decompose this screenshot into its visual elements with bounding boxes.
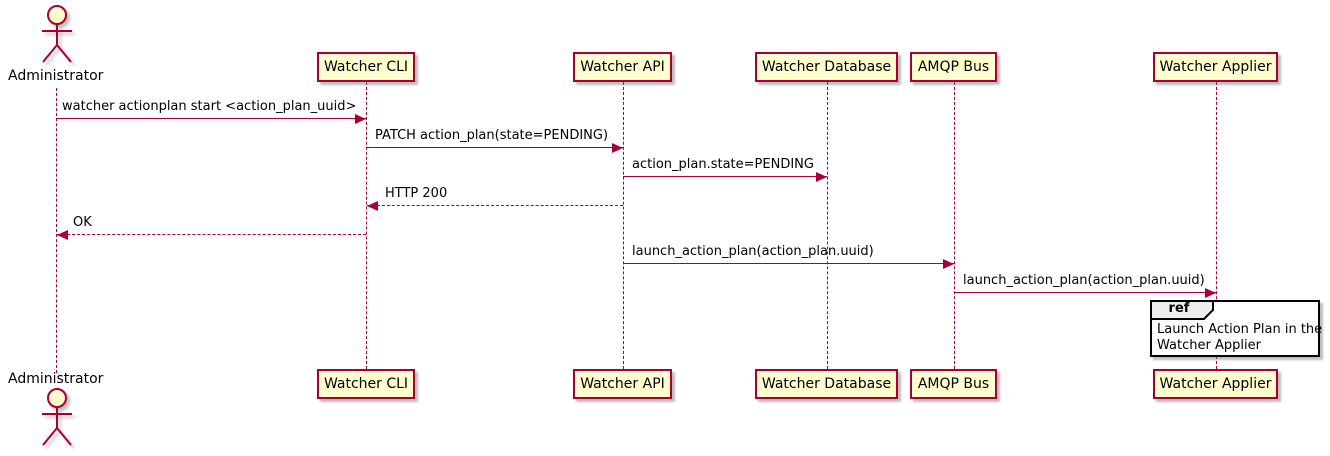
lifeline-watcher-applier <box>1216 82 1217 369</box>
arrowhead-icon <box>57 230 68 240</box>
lifeline-watcher-cli <box>366 82 367 369</box>
participant-label: Watcher Applier <box>1159 59 1272 75</box>
participant-label: Watcher CLI <box>323 59 409 75</box>
participant-watcher-cli-top: Watcher CLI <box>317 52 415 82</box>
participant-label: Watcher Database <box>761 376 892 392</box>
participant-label: Watcher Database <box>761 59 892 75</box>
participant-watcher-database-bottom: Watcher Database <box>755 369 898 399</box>
actor-administrator-label-top: Administrator <box>8 68 104 84</box>
participant-label: AMQP Bus <box>917 59 990 75</box>
message-label: action_plan.state=PENDING <box>632 157 814 172</box>
ref-keyword: ref <box>1168 301 1190 316</box>
participant-watcher-api-bottom: Watcher API <box>573 369 672 399</box>
lifeline-amqp-bus <box>954 82 955 369</box>
participant-label: Watcher API <box>580 59 665 75</box>
participant-watcher-database-top: Watcher Database <box>755 52 898 82</box>
arrowhead-icon <box>367 201 378 211</box>
message-label: HTTP 200 <box>385 186 448 201</box>
participant-label: Watcher CLI <box>323 376 409 392</box>
message-label: launch_action_plan(action_plan.uuid) <box>632 244 874 259</box>
actor-administrator-figure-top <box>42 5 72 63</box>
participant-label: Watcher Applier <box>1159 376 1272 392</box>
participant-watcher-cli-bottom: Watcher CLI <box>317 369 415 399</box>
message-label: launch_action_plan(action_plan.uuid) <box>963 273 1205 288</box>
ref-fragment: ref Launch Action Plan in the Watcher Ap… <box>1150 300 1323 357</box>
participant-watcher-applier-top: Watcher Applier <box>1153 52 1278 82</box>
message-label: PATCH action_plan(state=PENDING) <box>375 128 609 143</box>
arrowhead-icon <box>943 259 954 269</box>
message-label: OK <box>73 215 92 230</box>
actor-administrator-label-bottom: Administrator <box>8 371 104 387</box>
participant-watcher-api-top: Watcher API <box>573 52 672 82</box>
actor-administrator-figure-bottom <box>42 388 72 446</box>
arrowhead-icon <box>816 172 827 182</box>
participant-label: AMQP Bus <box>917 376 990 392</box>
lifeline-administrator <box>56 88 57 373</box>
lifeline-watcher-api <box>623 82 624 369</box>
participant-watcher-applier-bottom: Watcher Applier <box>1153 369 1278 399</box>
lifeline-watcher-database <box>827 82 828 369</box>
ref-fragment-header: ref <box>1150 300 1220 320</box>
participant-label: Watcher API <box>580 376 665 392</box>
arrowhead-icon <box>1205 288 1216 298</box>
ref-text-line2: Watcher Applier <box>1157 338 1261 353</box>
participant-amqp-bus-top: AMQP Bus <box>910 52 997 82</box>
arrowhead-icon <box>355 114 366 124</box>
participant-amqp-bus-bottom: AMQP Bus <box>910 369 997 399</box>
arrowhead-icon <box>612 143 623 153</box>
ref-text-line1: Launch Action Plan in the <box>1157 322 1323 337</box>
message-label: watcher actionplan start <action_plan_uu… <box>62 99 357 114</box>
